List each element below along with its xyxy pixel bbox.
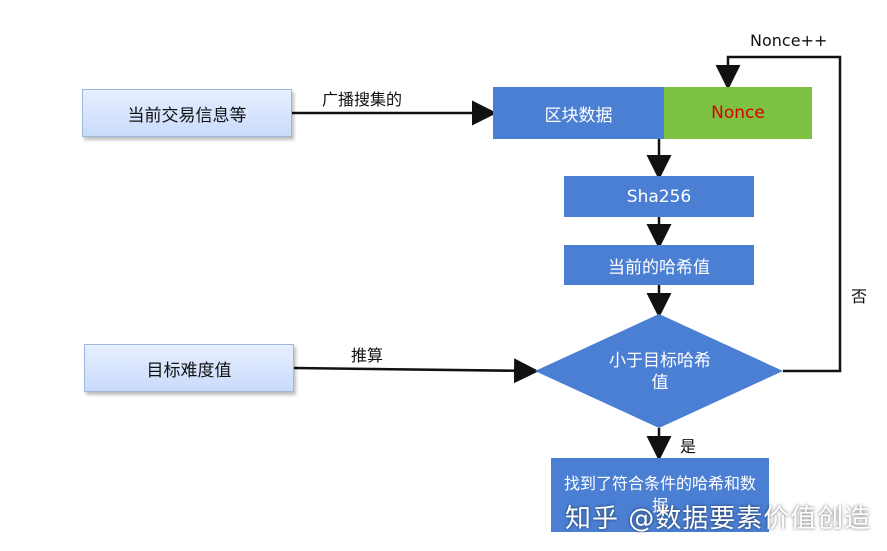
edge-label-compute: 推算 [351, 346, 384, 365]
nonce-label: Nonce [711, 103, 765, 123]
nonce-box: Nonce [664, 87, 812, 139]
arrow-target-to-decision [293, 358, 539, 384]
edge-label-broadcast: 广播搜集的 [322, 90, 403, 109]
block-data-label: 区块数据 [544, 105, 613, 126]
edge-label-nonce-increment: Nonce++ [750, 31, 828, 50]
arrow-loop-no [715, 55, 842, 373]
current-tx-label: 当前交易信息等 [127, 105, 247, 126]
edge-label-no: 否 [851, 287, 868, 306]
decision-diamond [535, 314, 783, 428]
edge-label-yes: 是 [680, 437, 697, 456]
target-difficulty-label: 目标难度值 [146, 360, 232, 381]
watermark-text: 知乎 @数据要素价值创造 [565, 504, 872, 534]
sha256-box: Sha256 [564, 176, 754, 217]
current-hash-box: 当前的哈希值 [564, 245, 754, 285]
target-difficulty-box: 目标难度值 [84, 344, 294, 392]
result-label: 找到了符合条件的哈希和数据 [563, 474, 756, 515]
decision-label: 小于目标哈希值 [609, 351, 711, 393]
sha256-label: Sha256 [626, 186, 692, 207]
decision-label-wrap: 小于目标哈希值 [560, 344, 760, 400]
current-hash-label: 当前的哈希值 [608, 257, 710, 278]
result-box: 找到了符合条件的哈希和数据 [551, 458, 769, 532]
current-tx-box: 当前交易信息等 [82, 89, 292, 137]
block-data-box: 区块数据 [493, 87, 664, 139]
